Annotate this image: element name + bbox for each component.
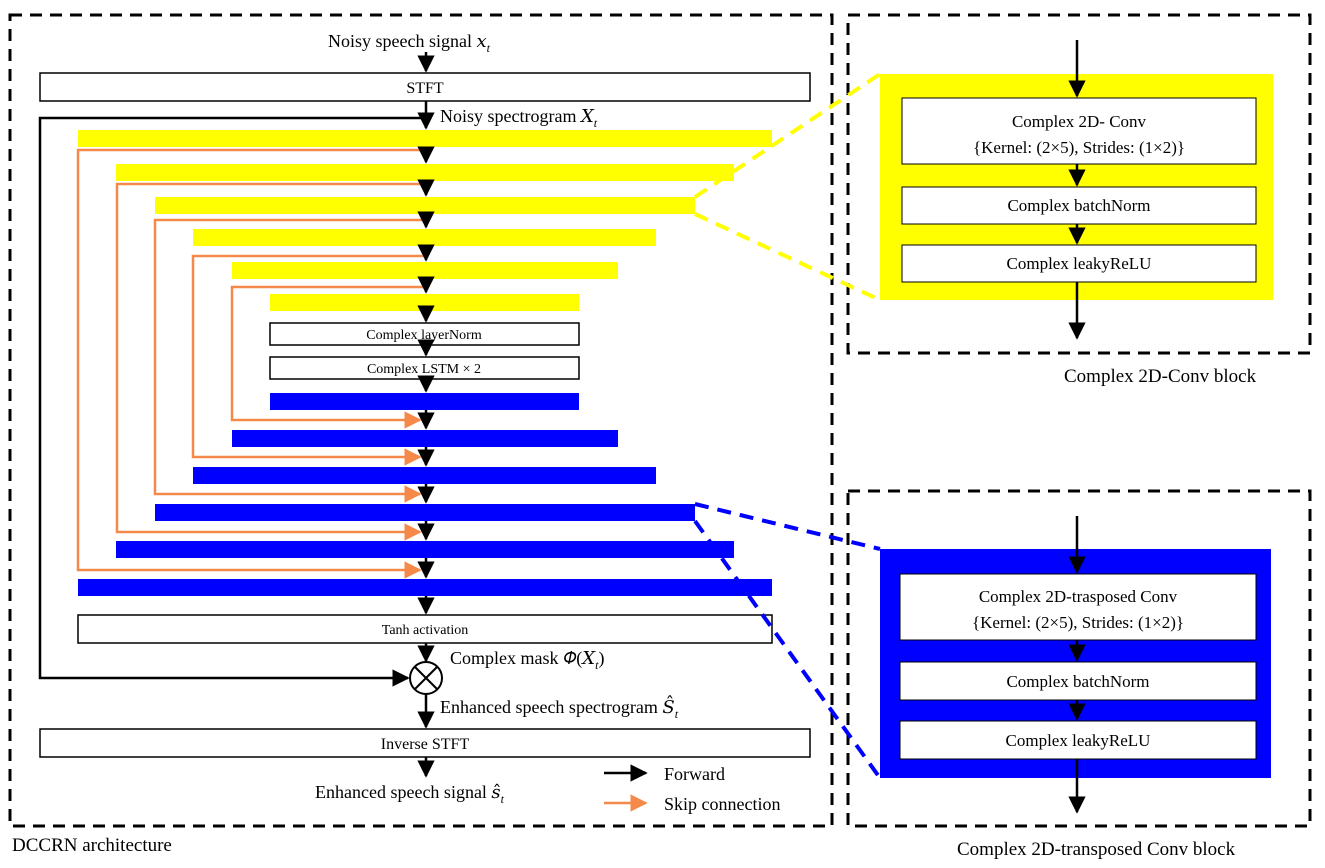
conv-layer-1 [901,97,1257,165]
tconv-layer-1-line1: Complex 2D-trasposed Conv [979,587,1178,606]
encoder-bar-6 [270,294,579,311]
legend: Forward Skip connection [604,764,780,814]
conv-layer-1-line2: {Kernel: (2×5), Strides: (1×2)} [973,138,1185,157]
skip-3 [153,218,426,503]
mask-label: Complex mask 𝛷(𝑋t) [450,648,604,672]
encoder-bar-3 [155,197,695,214]
decoder-bar-5 [116,541,734,558]
tconv-layer-3 [899,720,1257,760]
istft-box [39,728,811,758]
layernorm-label: Complex layerNorm [366,328,482,343]
legend-skip-label: Skip connection [664,794,780,814]
decoder-bar-2 [232,430,618,447]
tconv-block-frame [846,489,1312,828]
encoder-bar-1 [78,130,772,147]
conv-block [880,40,1273,340]
multiply-node [409,661,443,695]
skip-connections [76,148,426,579]
encoder-bar-5 [232,262,618,279]
tconv-layer-3-label: Complex leakyReLU [1006,731,1151,750]
decoder-bar-6 [78,579,772,596]
tconv-zoom-bottom [693,519,882,780]
tanh-box [77,614,773,644]
spectrogram-label: Noisy spectrogram 𝑋t [440,106,598,130]
tconv-layer-2-label: Complex batchNorm [1006,672,1149,691]
stft-label: STFT [406,80,444,97]
tconv-block [880,516,1271,814]
lstm-label: Complex LSTM × 2 [367,362,481,377]
conv-layer-2-label: Complex batchNorm [1007,196,1150,215]
tconv-zoom-top [694,502,881,551]
main-title: DCCRN architecture [12,835,172,856]
decoder-bar-3 [193,467,656,484]
tanh-label: Tanh activation [382,623,469,638]
decoder-bar-4 [155,504,695,521]
conv-zoom-bottom [694,212,881,302]
tconv-block-title: Complex 2D-transposed Conv block [957,839,1236,860]
encoder-bar-4 [193,229,656,246]
forward-spine [38,52,435,778]
decoder-bar-1 [270,393,579,410]
conv-layer-2 [901,186,1257,225]
legend-forward-label: Forward [664,764,725,784]
conv-layer-3 [901,244,1257,283]
decoder-bars [78,393,772,596]
conv-layer-3-label: Complex leakyReLU [1007,254,1152,273]
tconv-layer-1-line2: {Kernel: (2×5), Strides: (1×2)} [972,613,1184,632]
encoder-bars [78,130,772,311]
conv-zoom-top [693,72,882,199]
conv-block-title: Complex 2D-Conv block [1064,366,1257,387]
enhanced-spectrogram-label: Enhanced speech spectrogram 𝑆̂t [440,694,679,721]
input-label: Noisy speech signal 𝑥t [328,31,491,55]
stft-box [39,72,811,102]
skip-1 [76,148,426,579]
conv-layer-1-line1: Complex 2D- Conv [1012,112,1147,131]
skip-4 [191,254,426,466]
istft-label: Inverse STFT [381,736,470,753]
dccrn-frame [8,13,834,828]
skip-5 [230,285,426,429]
skip-2 [115,182,426,541]
tconv-layer-2 [899,661,1257,701]
conv-block-frame [846,13,1312,355]
output-label: Enhanced speech signal 𝑠̂t [315,782,505,806]
encoder-bar-2 [116,164,734,181]
